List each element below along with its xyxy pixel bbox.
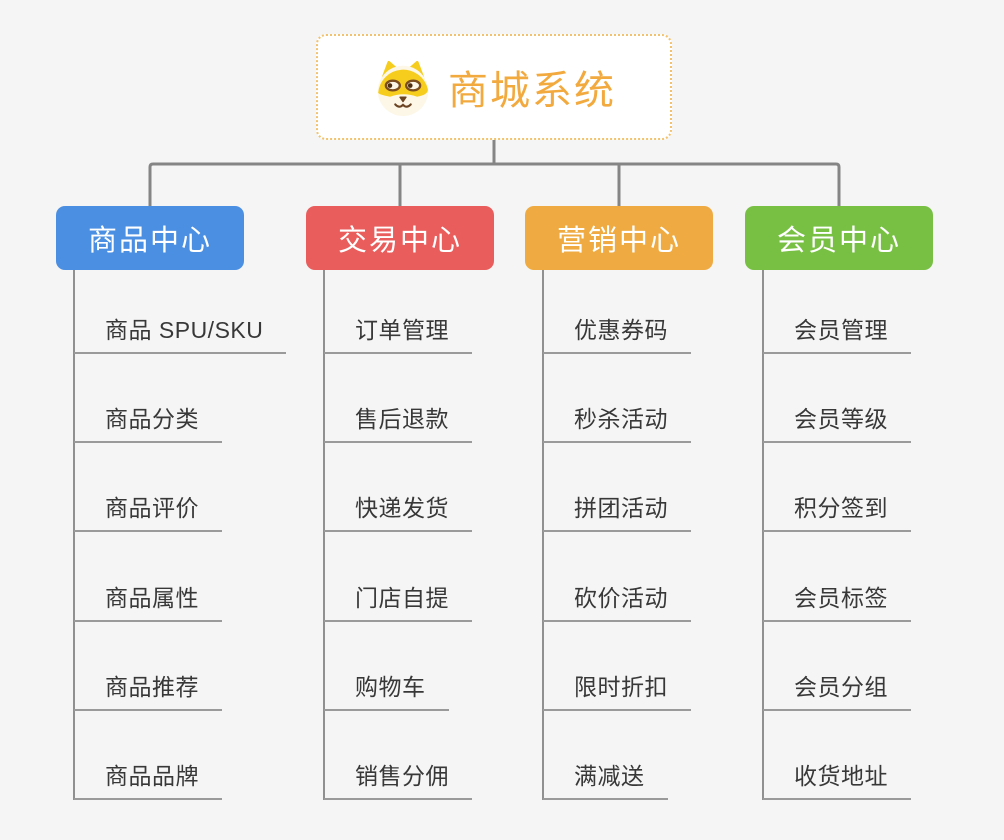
child-label: 满减送	[574, 763, 645, 789]
child-node[interactable]: 拼团活动	[543, 489, 691, 532]
child-node[interactable]: 会员管理	[763, 311, 911, 354]
child-label: 会员标签	[794, 585, 888, 611]
child-node[interactable]: 商品评价	[74, 489, 222, 532]
child-label: 收货地址	[794, 763, 888, 789]
child-label: 快递发货	[355, 495, 449, 521]
branch-label: 营销中心	[556, 225, 681, 257]
branch-trunk-line	[323, 270, 325, 800]
branch-header[interactable]: 商品中心	[56, 206, 244, 270]
child-node[interactable]: 秒杀活动	[543, 400, 691, 443]
child-label: 售后退款	[355, 406, 449, 432]
child-label: 销售分佣	[355, 763, 449, 789]
child-node[interactable]: 积分签到	[763, 489, 911, 532]
child-label: 会员等级	[794, 406, 888, 432]
child-node[interactable]: 商品品牌	[74, 757, 222, 800]
branch-label: 交易中心	[337, 225, 462, 257]
child-node[interactable]: 会员标签	[763, 579, 911, 622]
child-label: 秒杀活动	[574, 406, 668, 432]
branch-trunk-line	[73, 270, 75, 800]
child-label: 商品属性	[105, 585, 199, 611]
branch-trunk-line	[762, 270, 764, 800]
branch-label: 商品中心	[87, 225, 212, 257]
child-node[interactable]: 购物车	[324, 668, 449, 711]
child-node[interactable]: 快递发货	[324, 489, 472, 532]
child-node[interactable]: 会员分组	[763, 668, 911, 711]
child-node[interactable]: 优惠券码	[543, 311, 691, 354]
branch-header[interactable]: 交易中心	[306, 206, 494, 270]
child-node[interactable]: 收货地址	[763, 757, 911, 800]
branch-label: 会员中心	[776, 225, 901, 257]
child-label: 会员管理	[794, 317, 888, 343]
child-label: 商品分类	[105, 406, 199, 432]
root-node[interactable]: 商城系统	[316, 34, 672, 140]
child-label: 优惠券码	[574, 317, 668, 343]
child-label: 会员分组	[794, 674, 888, 700]
child-label: 商品推荐	[105, 674, 199, 700]
child-node[interactable]: 满减送	[543, 757, 668, 800]
branch-header[interactable]: 营销中心	[525, 206, 713, 270]
dog-face-icon	[372, 56, 434, 118]
child-node[interactable]: 售后退款	[324, 400, 472, 443]
child-node[interactable]: 商品推荐	[74, 668, 222, 711]
child-label: 商品品牌	[105, 763, 199, 789]
child-label: 商品评价	[105, 495, 199, 521]
child-label: 砍价活动	[574, 585, 668, 611]
child-node[interactable]: 商品分类	[74, 400, 222, 443]
child-node[interactable]: 砍价活动	[543, 579, 691, 622]
branch-trunk-line	[542, 270, 544, 800]
child-label: 商品 SPU/SKU	[105, 317, 264, 343]
child-node[interactable]: 订单管理	[324, 311, 472, 354]
child-node[interactable]: 会员等级	[763, 400, 911, 443]
child-label: 购物车	[355, 674, 426, 700]
child-label: 积分签到	[794, 495, 888, 521]
child-label: 订单管理	[355, 317, 449, 343]
child-node[interactable]: 商品 SPU/SKU	[74, 311, 287, 354]
child-node[interactable]: 商品属性	[74, 579, 222, 622]
branch-header[interactable]: 会员中心	[745, 206, 933, 270]
child-node[interactable]: 门店自提	[324, 579, 472, 622]
child-label: 拼团活动	[574, 495, 668, 521]
child-label: 限时折扣	[574, 674, 668, 700]
child-node[interactable]: 限时折扣	[543, 668, 691, 711]
root-title: 商城系统	[448, 69, 616, 113]
child-node[interactable]: 销售分佣	[324, 757, 472, 800]
child-label: 门店自提	[355, 585, 449, 611]
